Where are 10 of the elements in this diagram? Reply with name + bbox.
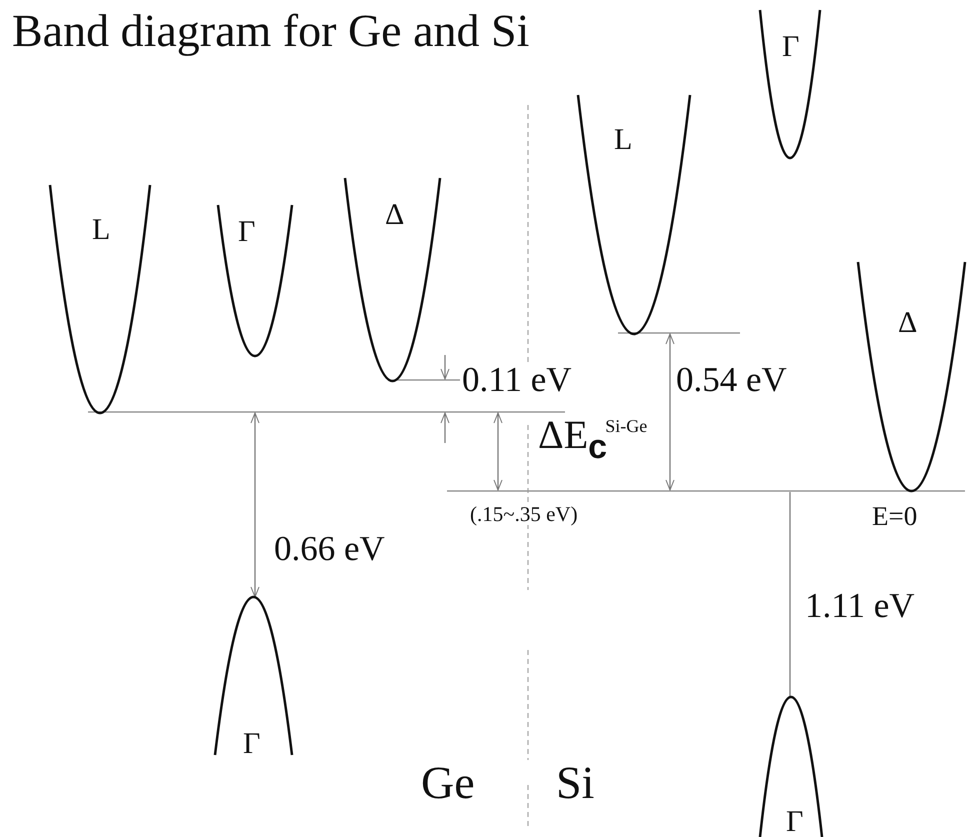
- energy-label: (.15~.35 eV): [470, 504, 578, 525]
- band-label: L: [614, 125, 632, 155]
- band-label: Γ: [782, 32, 800, 62]
- band-label: Δ: [385, 200, 404, 230]
- band-label: Γ: [243, 729, 260, 759]
- band-label: L: [92, 215, 110, 245]
- band-label: Γ: [786, 807, 804, 837]
- band-label: Γ: [238, 217, 256, 247]
- band-label: Δ: [898, 308, 918, 338]
- title: Band diagram for Ge and Si: [12, 8, 530, 54]
